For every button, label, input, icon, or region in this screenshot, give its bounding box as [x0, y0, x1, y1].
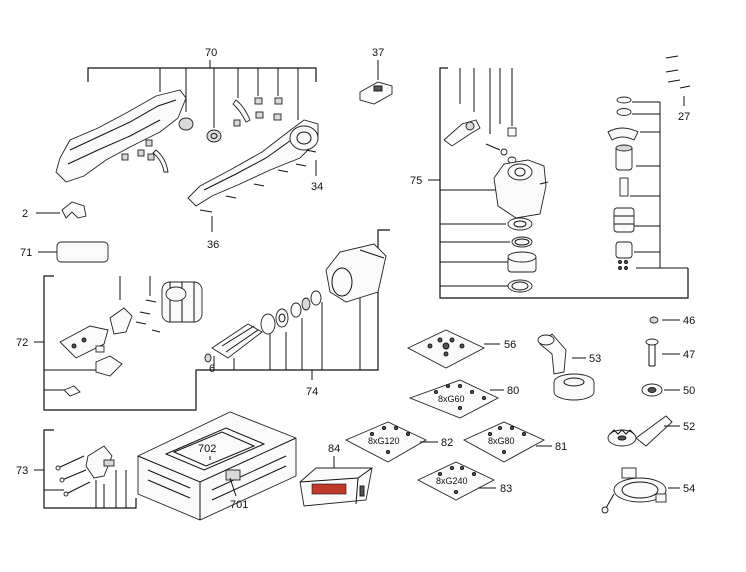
- part-2-clip: [36, 201, 87, 219]
- label-34: 34: [311, 181, 323, 193]
- pad-83: 8xG240: [416, 461, 496, 501]
- part-47-bolt: [645, 338, 680, 367]
- motor-group-74: [195, 229, 390, 396]
- label-702: 702: [198, 443, 216, 455]
- carry-case-701: [137, 411, 297, 521]
- pad-80: 8xG60: [408, 379, 504, 419]
- label-6: 6: [209, 363, 215, 375]
- pad-82-text: 8xG120: [368, 436, 400, 446]
- label-50: 50: [683, 385, 695, 397]
- part-54-depth-guide: [601, 467, 680, 514]
- clamp-group-73: [34, 429, 137, 509]
- label-74: 74: [306, 386, 318, 398]
- electronics-group-72: [34, 275, 203, 411]
- pad-83-text: 8xG240: [436, 476, 468, 486]
- label-71: 71: [20, 247, 32, 259]
- label-70: 70: [205, 47, 217, 59]
- label-72: 72: [16, 337, 28, 349]
- part-37-switch: [359, 60, 393, 105]
- pad-81: 8xG80: [462, 421, 552, 463]
- label-75: 75: [410, 175, 422, 187]
- part-50-washer: [641, 383, 680, 397]
- label-53: 53: [589, 353, 601, 365]
- label-52: 52: [683, 421, 695, 433]
- label-82: 82: [441, 437, 453, 449]
- pad-56: [406, 329, 500, 369]
- label-73: 73: [16, 465, 28, 477]
- label-81: 81: [555, 441, 567, 453]
- label-84: 84: [328, 443, 340, 455]
- gearhead-group-75: [428, 55, 691, 299]
- label-83: 83: [500, 483, 512, 495]
- pad-82: 8xG120: [344, 421, 438, 463]
- label-37: 37: [372, 47, 384, 59]
- pad-81-text: 8xG80: [488, 436, 515, 446]
- label-36: 36: [207, 239, 219, 251]
- label-56: 56: [504, 339, 516, 351]
- label-47: 47: [683, 349, 695, 361]
- label-80: 80: [507, 385, 519, 397]
- label-2: 2: [22, 208, 28, 220]
- dust-adapter-53: [537, 333, 595, 401]
- pad-80-text: 8xG60: [438, 394, 465, 404]
- label-54: 54: [683, 483, 695, 495]
- part-71-label-plate: [38, 241, 109, 263]
- label-27: 27: [678, 111, 690, 123]
- accessory-box-84: [299, 456, 373, 507]
- label-701: 701: [230, 499, 248, 511]
- part-46: [649, 316, 680, 324]
- housing-group-70: [55, 60, 319, 213]
- part-52-blade: [607, 415, 680, 447]
- label-46: 46: [683, 315, 695, 327]
